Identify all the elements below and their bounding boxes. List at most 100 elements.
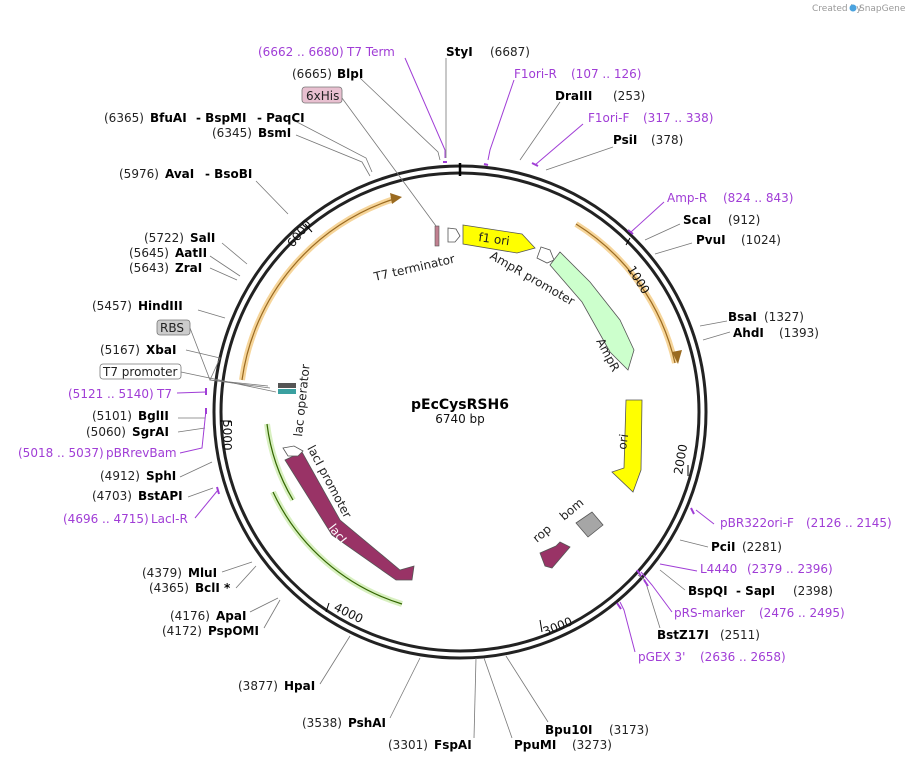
site-mlui-name: MluI: [188, 566, 217, 580]
site-hpai-pos: (3877): [238, 679, 278, 693]
rbs-label: RBS: [160, 321, 184, 335]
laci-promoter-green-line: [266, 423, 294, 501]
site-ahdi-name: AhdI: [733, 326, 764, 340]
his-tag-box: [301, 86, 343, 104]
site-pcii-pos: (2281): [742, 540, 782, 554]
plasmid-name: pEcCysRSH6: [411, 397, 509, 413]
primer-pgex3-name: pGEX 3': [638, 650, 685, 664]
primer-t7-name: T7: [156, 387, 172, 401]
primer-ampr-range: (824 .. 843): [723, 191, 793, 205]
site-sphi-pos: (4912): [100, 469, 140, 483]
rop-feature[interactable]: [539, 541, 571, 569]
site-sgrai-pos: (5060): [86, 425, 126, 439]
rop-label: rop: [530, 522, 554, 545]
site-bspqi-pos: (2398): [793, 584, 833, 598]
rbs-leader: [189, 327, 271, 389]
site-avai-pos: (5976): [119, 167, 159, 181]
laci-orf-line: [241, 198, 395, 381]
primer-t7-range: (5121 .. 5140): [68, 387, 154, 401]
f1-ori-feature[interactable]: [462, 224, 536, 254]
site-bcli-name: BclI *: [195, 581, 231, 595]
laci-orf-arrowhead: [390, 193, 402, 204]
site-bglii-name: BglII: [138, 409, 169, 423]
site-psii-name: PsiI: [613, 133, 637, 147]
primer-markers: [205, 161, 695, 610]
tick-2000: 2000: [671, 443, 690, 476]
site-blpi-name: BlpI: [337, 67, 363, 81]
site-scai-name: ScaI: [683, 213, 711, 227]
bom-feature[interactable]: [575, 511, 604, 538]
site-fspai-name: FspAI: [434, 738, 472, 752]
laci-feature[interactable]: [284, 451, 415, 581]
t7-promoter-block: [278, 389, 296, 394]
ori-feature[interactable]: [611, 399, 643, 493]
site-bstapi-name: BstAPI: [138, 489, 183, 503]
ampr-gene-feature[interactable]: [549, 251, 635, 371]
site-xbai-pos: (5167): [100, 343, 140, 357]
site-bsai-name: BsaI: [728, 310, 757, 324]
site-bsobi-name: - BsoBI: [205, 167, 252, 181]
primer-t7term-name: T7 Term: [346, 45, 395, 59]
site-bpu10i-pos: (3173): [609, 723, 649, 737]
primer-pbrrevbam-range: (5018 .. 5037): [18, 446, 104, 460]
site-paqci-name: - PaqCI: [257, 111, 305, 125]
primer-pbrrevbam-name: pBRrevBam: [106, 446, 177, 460]
his-tag-label: 6xHis: [306, 89, 339, 103]
credit-prefix: Created by: [812, 4, 862, 14]
site-sali-name: SalI: [190, 231, 215, 245]
site-scai-pos: (912): [728, 213, 760, 227]
site-pspomi-pos: (4172): [162, 624, 202, 638]
primer-f1orir-name: F1ori-R: [514, 67, 557, 81]
site-bsai-pos: (1327): [764, 310, 804, 324]
site-ahdi-pos: (1393): [779, 326, 819, 340]
site-bfuai-pos: (6365): [104, 111, 144, 125]
site-styi-name: StyI: [446, 45, 473, 59]
site-mlui-pos: (4379): [142, 566, 182, 580]
ori-label: ori: [615, 433, 631, 450]
site-aatii-name: AatII: [175, 246, 207, 260]
site-leader-lines: [177, 58, 731, 739]
primer-t7term-range: (6662 .. 6680): [258, 45, 344, 59]
site-bspqi-name: BspQI: [688, 584, 728, 598]
site-bglii-pos: (5101): [92, 409, 132, 423]
site-hindiii-name: HindIII: [138, 299, 183, 313]
laci-promoter-feature[interactable]: [282, 445, 304, 457]
site-blpi-pos: (6665): [292, 67, 332, 81]
primer-pbr322orif-range: (2126 .. 2145): [806, 516, 892, 530]
site-fspai-pos: (3301): [388, 738, 428, 752]
site-bsmi-name: BsmI: [258, 126, 291, 140]
tick-mark-6000: [304, 223, 313, 233]
primer-lacir-range: (4696 .. 4715): [63, 512, 149, 526]
site-aatii-pos: (5645): [129, 246, 169, 260]
ampr-promoter-feature[interactable]: [536, 246, 555, 264]
t7-terminator-label: T7 terminator: [372, 252, 457, 284]
primer-prsmarker-name: pRS-marker: [674, 606, 745, 620]
primer-f1orir-range: (107 .. 126): [571, 67, 641, 81]
laci-green-line: [272, 491, 403, 605]
primer-pgex3-range: (2636 .. 2658): [700, 650, 786, 664]
site-apai-pos: (4176): [170, 609, 210, 623]
site-bstz17i-name: BstZ17I: [657, 628, 709, 642]
site-draiii-pos: (253): [613, 89, 645, 103]
plasmid-length: 6740 bp: [435, 412, 485, 426]
primer-f1orif-name: F1ori-F: [588, 111, 629, 125]
site-zrai-pos: (5643): [129, 261, 169, 275]
t7-promoter-box: [99, 363, 182, 380]
primer-l4440-name: L4440: [700, 562, 737, 576]
site-xbai-name: XbaI: [146, 343, 176, 357]
primer-pbr322orif-name: pBR322ori-F: [720, 516, 794, 530]
primer-f1orif-range: (317 .. 338): [643, 111, 713, 125]
t7-terminator-feature[interactable]: [447, 227, 461, 243]
site-pshai-name: PshAI: [348, 716, 386, 730]
site-ppumi-name: PpuMI: [514, 738, 556, 752]
site-bspmi-name: - BspMI: [196, 111, 246, 125]
f1-ori-label: f1 ori: [478, 230, 511, 248]
primer-lacir-name: LacI-R: [151, 512, 188, 526]
lac-operator-label: lac operator: [291, 363, 313, 437]
his-tag-leader: [341, 97, 437, 227]
site-zrai-name: ZraI: [175, 261, 202, 275]
site-sgrai-name: SgrAI: [132, 425, 169, 439]
lac-operator-block: [278, 383, 296, 388]
tick-1000: 1000: [624, 263, 652, 296]
